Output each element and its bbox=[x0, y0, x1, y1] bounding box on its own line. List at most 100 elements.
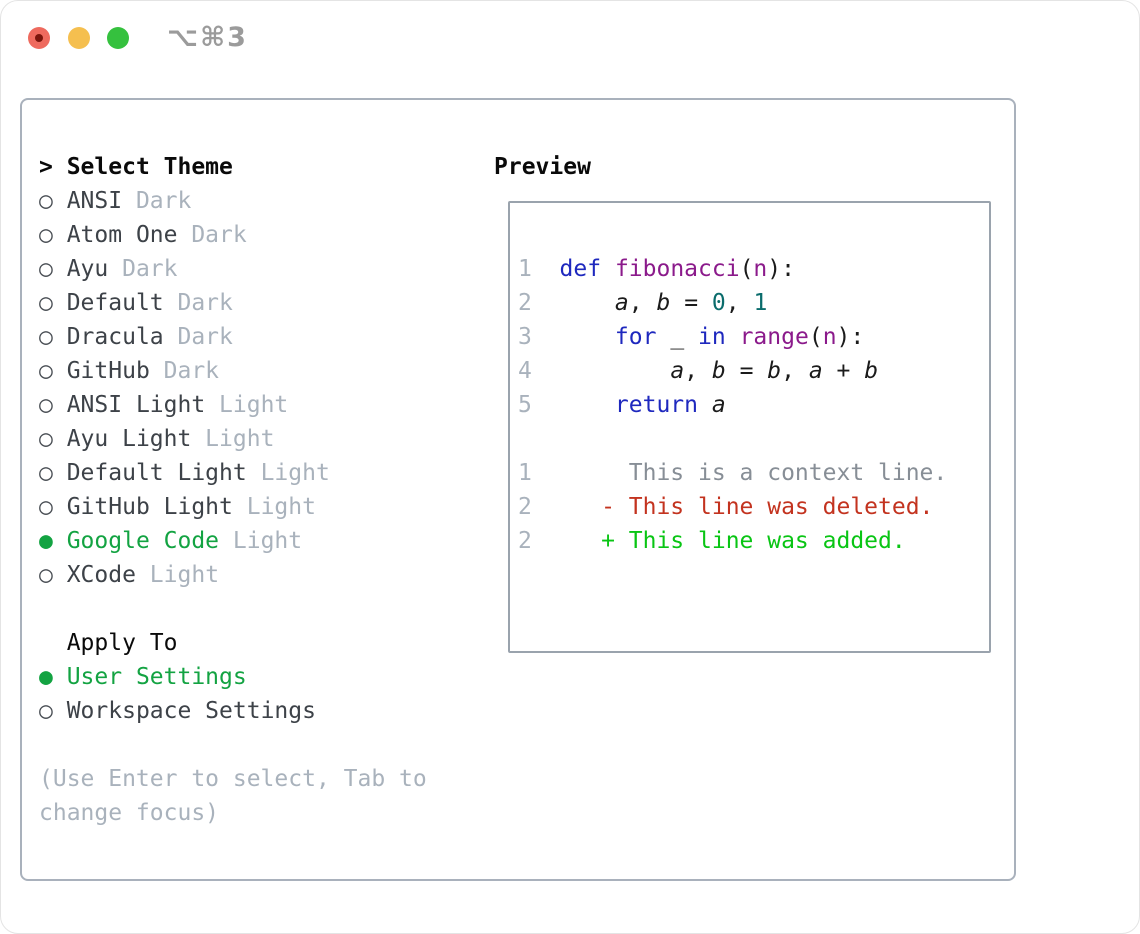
item-label: Default Light bbox=[66, 460, 247, 486]
item-label: GitHub Light bbox=[66, 494, 233, 520]
theme-option-ayu-light[interactable]: ○ Ayu Light Light bbox=[39, 422, 427, 456]
radio-icon: ○ bbox=[39, 358, 67, 384]
line-number: 2 bbox=[518, 494, 532, 520]
theme-option-google-code[interactable]: ● Google Code Light bbox=[39, 524, 427, 558]
item-variant-label: Light bbox=[191, 426, 275, 452]
line-number: 1 bbox=[518, 256, 532, 282]
apply-option-workspace-settings[interactable]: ○ Workspace Settings bbox=[39, 694, 427, 728]
radio-icon: ○ bbox=[39, 256, 67, 282]
item-variant-label: Dark bbox=[149, 358, 220, 384]
theme-option-default-light[interactable]: ○ Default Light Light bbox=[39, 456, 427, 490]
item-label: GitHub bbox=[66, 358, 150, 384]
code-token-pln: ( bbox=[739, 256, 754, 282]
close-button[interactable] bbox=[28, 27, 50, 49]
item-label: ANSI bbox=[66, 188, 123, 214]
code-token-var: b bbox=[656, 290, 671, 316]
code-token-kwd: in bbox=[698, 324, 726, 350]
theme-option-dracula[interactable]: ○ Dracula Dark bbox=[39, 320, 427, 354]
code-token-pln: + bbox=[822, 358, 865, 384]
code-token-var: b bbox=[767, 358, 782, 384]
minimize-button[interactable] bbox=[68, 27, 90, 49]
titlebar: ⌥⌘3 bbox=[1, 1, 1139, 98]
theme-option-ayu[interactable]: ○ Ayu Dark bbox=[39, 252, 427, 286]
code-token-kwd: for bbox=[614, 324, 657, 350]
item-variant-label: Dark bbox=[177, 222, 247, 248]
code-token-add: + This line was added. bbox=[559, 528, 906, 554]
code-line-blank bbox=[518, 422, 989, 456]
item-label: Google Code bbox=[66, 528, 220, 554]
radio-icon: ○ bbox=[39, 222, 67, 248]
theme-option-ansi[interactable]: ○ ANSI Dark bbox=[39, 184, 427, 218]
code-token-pln: _ bbox=[656, 324, 699, 350]
close-button-dot bbox=[35, 34, 43, 42]
item-label: Default bbox=[66, 290, 164, 316]
item-variant-label: Light bbox=[246, 460, 330, 486]
code-token-pln bbox=[726, 324, 740, 350]
code-token-pln bbox=[560, 392, 615, 418]
item-variant-label: Dark bbox=[122, 188, 192, 214]
code-token-pln: ): bbox=[767, 256, 795, 282]
theme-option-xcode[interactable]: ○ XCode Light bbox=[39, 558, 427, 592]
spacer-row bbox=[39, 592, 427, 626]
code-token-fun: n bbox=[822, 324, 837, 350]
item-label: Ayu Light bbox=[66, 426, 192, 452]
apply-option-user-settings[interactable]: ● User Settings bbox=[39, 660, 427, 694]
theme-option-default[interactable]: ○ Default Dark bbox=[39, 286, 427, 320]
line-number: 1 bbox=[518, 460, 532, 486]
radio-icon: ○ bbox=[39, 392, 67, 418]
code-token-pln bbox=[560, 290, 615, 316]
code-token-pln bbox=[560, 358, 671, 384]
radio-icon: ○ bbox=[39, 562, 67, 588]
radio-icon: ○ bbox=[39, 290, 67, 316]
code-token-var: b bbox=[864, 358, 879, 384]
item-variant-label: Dark bbox=[108, 256, 178, 282]
item-variant-label: Dark bbox=[163, 290, 233, 316]
selected-radio-icon: ● bbox=[39, 528, 67, 554]
radio-icon: ○ bbox=[39, 426, 67, 452]
code-token-pln bbox=[560, 324, 615, 350]
code-token-kwd: return bbox=[614, 392, 699, 418]
code-token-lit: 1 bbox=[753, 290, 768, 316]
code-token-kwd: def bbox=[559, 256, 602, 282]
code-token-var: a bbox=[711, 392, 726, 418]
radio-icon: ○ bbox=[39, 698, 67, 724]
item-label: Select Theme bbox=[66, 154, 233, 180]
item-label: Atom One bbox=[66, 222, 178, 248]
code-line: 1 This is a context line. bbox=[518, 456, 989, 490]
cursor-icon: > bbox=[39, 154, 67, 180]
theme-option-ansi-light[interactable]: ○ ANSI Light Light bbox=[39, 388, 427, 422]
item-label: Apply To bbox=[66, 630, 178, 656]
window-shortcut-label: ⌥⌘3 bbox=[167, 22, 248, 53]
theme-option-atom-one[interactable]: ○ Atom One Dark bbox=[39, 218, 427, 252]
select-theme-header: > Select Theme bbox=[39, 150, 427, 184]
code-line: 3 for _ in range(n): bbox=[518, 320, 989, 354]
code-token-var: a bbox=[670, 358, 685, 384]
code-token-pln bbox=[601, 256, 615, 282]
code-line: 2 a, b = 0, 1 bbox=[518, 286, 989, 320]
code-token-pln bbox=[698, 392, 712, 418]
code-token-pln: , bbox=[684, 358, 712, 384]
apply-to-header: Apply To bbox=[39, 626, 427, 660]
code-line: 2 + This line was added. bbox=[518, 524, 989, 558]
code-token-var: a bbox=[808, 358, 823, 384]
code-token-del: - This line was deleted. bbox=[559, 494, 934, 520]
item-variant-label: Light bbox=[205, 392, 289, 418]
help-text: change focus) bbox=[39, 800, 220, 826]
theme-selector: > Select Theme○ ANSI Dark○ Atom One Dark… bbox=[39, 150, 427, 830]
maximize-button[interactable] bbox=[107, 27, 129, 49]
code-token-var: a bbox=[614, 290, 629, 316]
code-line: 5 return a bbox=[518, 388, 989, 422]
code-token-fun: fibonacci bbox=[614, 256, 740, 282]
item-label: Ayu bbox=[66, 256, 109, 282]
code-token-pln: ): bbox=[836, 324, 865, 350]
code-token-ctx: This is a context line. bbox=[559, 460, 948, 486]
theme-option-github-light[interactable]: ○ GitHub Light Light bbox=[39, 490, 427, 524]
help-text: (Use Enter to select, Tab to bbox=[39, 766, 427, 792]
theme-option-github[interactable]: ○ GitHub Dark bbox=[39, 354, 427, 388]
line-number: 2 bbox=[518, 290, 532, 316]
radio-icon: ○ bbox=[39, 188, 67, 214]
code-line: 4 a, b = b, a + b bbox=[518, 354, 989, 388]
item-variant-label: Light bbox=[135, 562, 220, 588]
